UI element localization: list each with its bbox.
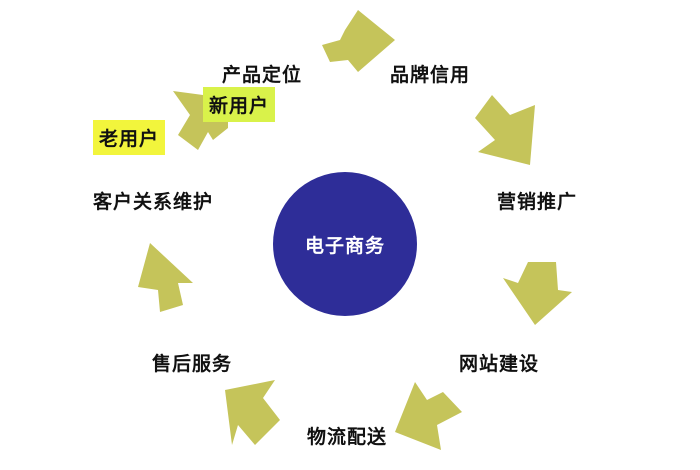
center-circle: 电子商务 xyxy=(273,172,417,316)
node-brand-credit: 品牌信用 xyxy=(390,64,471,86)
node-product-positioning: 产品定位 xyxy=(222,64,303,86)
arrow-down-right-icon xyxy=(475,95,535,165)
arrow-right-icon xyxy=(322,10,395,72)
arrow-down-icon xyxy=(503,262,572,325)
node-website-building: 网站建设 xyxy=(459,353,540,375)
highlight-new-users: 新用户 xyxy=(203,87,276,122)
node-logistics: 物流配送 xyxy=(307,426,388,448)
arrow-up-icon xyxy=(138,243,193,312)
node-after-sales: 售后服务 xyxy=(152,353,233,375)
node-customer-relationship: 客户关系维护 xyxy=(93,191,214,213)
center-label: 电子商务 xyxy=(304,234,385,257)
arrow-up-left-icon xyxy=(225,380,280,445)
highlight-old-users: 老用户 xyxy=(93,120,166,155)
arrow-down-left-icon xyxy=(395,382,462,450)
node-marketing: 营销推广 xyxy=(497,191,578,213)
